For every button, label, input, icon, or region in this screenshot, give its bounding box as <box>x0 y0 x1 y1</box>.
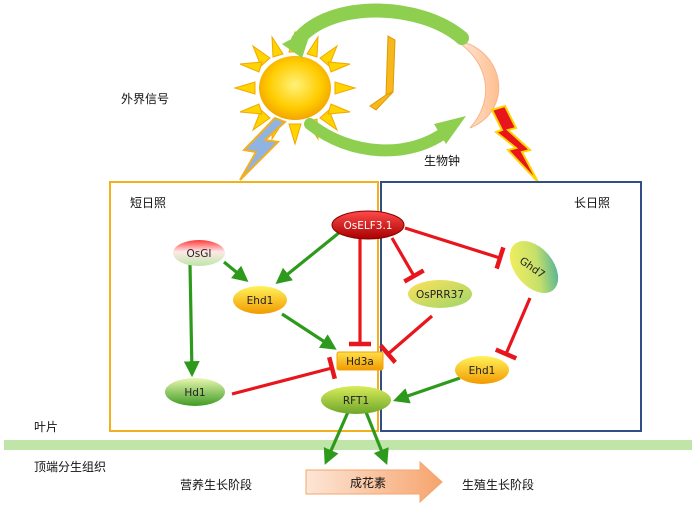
edge-oself3-activates-ehd1 <box>275 230 342 285</box>
gene-label: Ehd1 <box>247 295 274 307</box>
gene-node-hd3a: Hd3a <box>336 351 384 371</box>
gene-node-osprr37: OsPRR37 <box>408 280 472 308</box>
leaf-label: 叶片 <box>34 420 59 434</box>
gene-label: Hd3a <box>346 356 374 368</box>
reproductive-phase-label: 生殖生长阶段 <box>462 478 535 492</box>
gene-node-oself3: OsELF3.1 <box>331 210 405 240</box>
florigen-label: 成花素 <box>350 475 386 490</box>
edge-rft1-to-meristem-left <box>323 411 350 465</box>
edge-osgi-activates-hd1 <box>183 263 200 378</box>
gene-node-hd1: Hd1 <box>165 378 225 406</box>
gene-node-rft1: RFT1 <box>321 386 391 414</box>
crescent-moon-icon <box>454 39 500 129</box>
clock-hands-icon <box>369 35 396 111</box>
vegetative-phase-label: 营养生长阶段 <box>180 478 253 492</box>
gene-label: OsELF3.1 <box>344 220 393 232</box>
edge-osgi-activates-ehd1 <box>222 260 249 283</box>
edge-ehd1ld-activates-rft1 <box>392 376 461 404</box>
lightning-bolt-icon <box>490 104 539 183</box>
gene-label: OsPRR37 <box>416 289 464 301</box>
gene-node-ehd1-short-day: Ehd1 <box>233 286 287 314</box>
edge-ehd1-activates-hd3a <box>281 312 337 350</box>
edge-oself3-represses-ghd7 <box>404 226 506 270</box>
cycle-arrow-top <box>282 3 469 58</box>
sun-icon <box>233 30 357 146</box>
gene-node-ghd7: Ghd7 <box>509 240 559 294</box>
gene-label: Hd1 <box>184 387 205 399</box>
leaf-meristem-boundary-band <box>4 440 692 450</box>
biological-clock-label: 生物钟 <box>424 154 461 168</box>
long-day-label: 长日照 <box>574 196 611 210</box>
edge-rft1-to-meristem-right <box>364 411 389 465</box>
edge-ghd7-represses-ehd1ld <box>494 297 532 361</box>
gene-node-ehd1-long-day: Ehd1 <box>455 356 509 384</box>
gene-node-osgi: OsGI <box>173 240 225 266</box>
gene-label: OsGI <box>187 248 212 260</box>
cycle-arrow-bottom <box>304 116 466 157</box>
shoot-apical-meristem-label: 顶端分生组织 <box>34 460 107 474</box>
edge-hd1-represses-hd3a <box>231 356 337 396</box>
florigen-arrow: 成花素 <box>305 460 443 504</box>
edge-oself3-represses-osprr37 <box>390 237 425 284</box>
short-day-label: 短日照 <box>130 196 167 210</box>
lightning-bolt-icon <box>239 116 287 181</box>
short-day-box <box>109 181 379 432</box>
gene-label: Ehd1 <box>469 365 496 377</box>
edges <box>183 226 532 465</box>
external-signal-label: 外界信号 <box>121 92 170 106</box>
edge-osprr37-represses-hd3a <box>378 314 434 364</box>
long-day-box <box>380 181 642 432</box>
gene-label: RFT1 <box>343 395 369 407</box>
